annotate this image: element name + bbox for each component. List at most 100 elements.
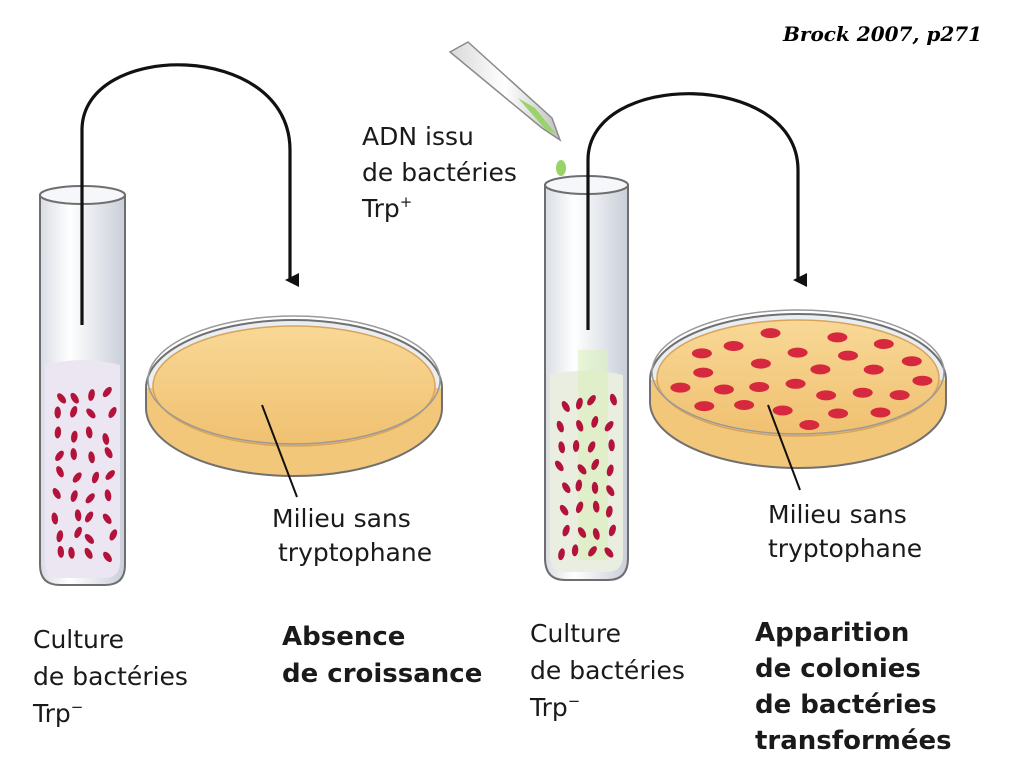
right-medium-pointer [767,404,801,491]
dna-label: ADN issu de bactéries Trp+ [361,122,525,223]
colony [694,401,715,412]
bacterium [85,493,95,504]
bacterium [57,393,67,404]
pipette [448,41,562,142]
bacterium [52,488,61,499]
bacterium [57,545,65,558]
right-experiment: Milieu sans tryptophane Culture de bacté… [529,92,952,756]
bacterium [608,439,615,452]
bacterium [606,485,615,497]
bacterium [604,547,614,558]
bacterium [604,421,614,432]
left-tube-label: Culture de bactéries Trp− [32,625,196,728]
colony [723,341,744,351]
right-test-tube [544,175,629,581]
transformed-colonies [670,328,933,430]
bacterium [577,464,587,475]
colony [912,375,933,386]
bacterium [561,401,570,412]
bacterium [592,500,600,513]
bacterium [559,504,569,516]
bacterium [102,513,112,525]
bacterium [592,528,600,540]
bacterium [606,464,614,477]
bacterium [575,479,583,492]
bacterium [104,489,112,502]
bacterium [70,490,78,502]
bacterium [70,406,78,418]
left-bacteria [51,386,118,563]
colony [772,405,793,416]
colony [873,339,894,349]
colony [734,400,755,410]
colony [870,407,891,418]
bacterium [556,420,564,433]
bacterium [105,470,115,480]
bacterium [558,548,565,561]
bacterium [577,527,587,538]
bacterium [70,392,79,404]
colony [828,408,849,419]
bacterium [571,544,579,557]
right-tube-label: Culture de bactéries Trp− [529,619,693,722]
colony [901,356,922,367]
colony [852,387,873,398]
left-experiment: Milieu sans tryptophane Culture de bacté… [32,63,482,728]
bacterium [55,450,64,462]
bacterium [84,511,94,523]
colony [693,367,714,378]
colony [799,420,820,430]
bacterium [86,408,96,419]
bacterium [609,393,617,406]
bacterium [587,441,596,453]
colony [713,384,734,395]
bacterium [70,448,77,461]
bacterium [572,440,580,452]
colony [838,350,858,361]
colony [749,382,770,392]
bacterium [591,481,599,494]
bacterium [88,451,95,464]
dna-addition: ADN issu de bactéries Trp+ [361,41,568,343]
left-transfer-arrow [80,63,299,325]
bacterium [109,529,118,541]
bacterium [108,407,117,418]
colony [785,378,806,389]
bacterium [103,551,112,563]
bacterium [591,416,599,428]
citation: Brock 2007, p271 [782,22,982,46]
bacterium [68,546,75,559]
colony [827,332,848,343]
bacterium [72,472,82,483]
bacterium [575,501,584,514]
colony [816,390,837,401]
bacterium [88,389,95,401]
bacterium [102,386,112,398]
bacterium [591,458,600,470]
colony [691,348,712,359]
colony [863,364,884,375]
colony [750,358,771,369]
right-medium-label: Milieu sans tryptophane [768,500,922,563]
bacterium [558,441,566,454]
bacterium [54,426,62,439]
colony [787,347,808,358]
right-transfer-arrow [586,92,807,330]
right-bacteria [554,393,617,561]
bacterium [54,406,61,419]
left-result-label: Absence de croissance [282,622,482,689]
bacterium [74,526,82,539]
bacterium [576,420,584,432]
bacterium [102,433,110,445]
left-medium-label: Milieu sans tryptophane [272,504,432,567]
bacterium [84,533,95,544]
bacterium [562,482,571,494]
bacterium [84,547,93,559]
bacterium [85,426,93,439]
right-result-label: Apparition de colonies de bactéries tran… [755,618,952,756]
bacterium [587,394,596,406]
colony [670,382,691,393]
bacterium [74,509,82,522]
bacterium [56,530,64,543]
